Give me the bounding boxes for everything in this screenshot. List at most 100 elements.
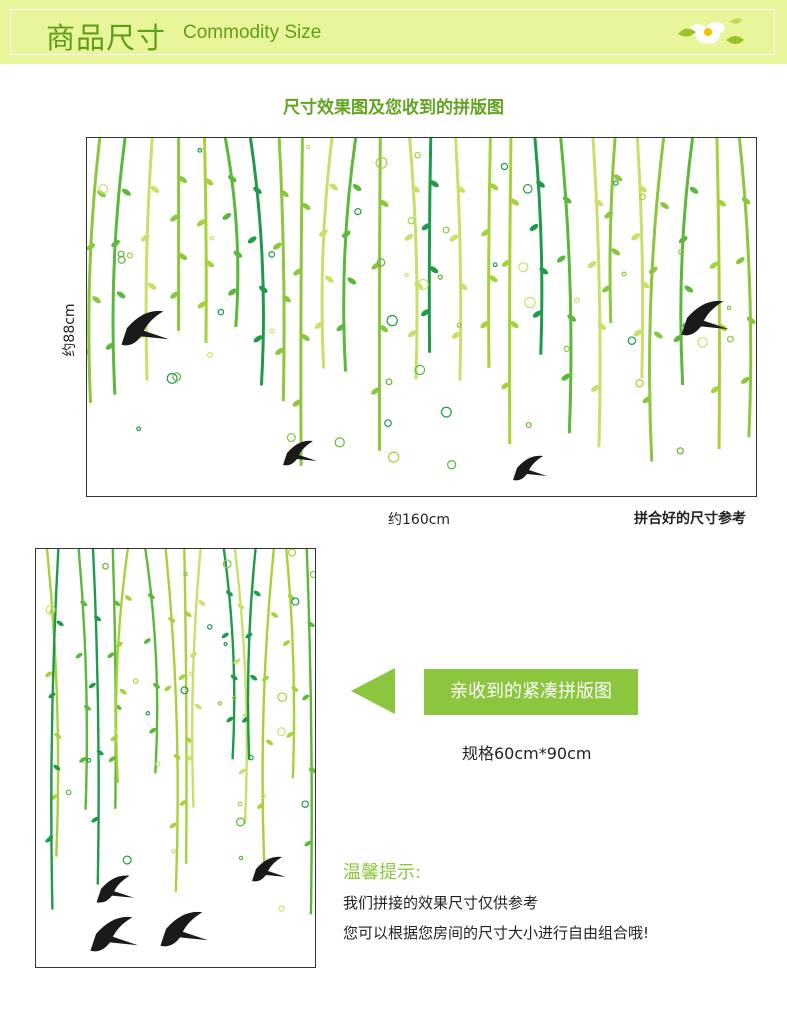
- willow-leaf: [262, 675, 269, 682]
- willow-leaf: [275, 347, 284, 355]
- willow-leaf: [253, 590, 261, 597]
- willow-branch: [203, 138, 208, 343]
- bubble: [522, 184, 533, 194]
- bubble: [277, 692, 288, 703]
- willow-leaf: [80, 600, 88, 607]
- bubble: [172, 372, 182, 382]
- willow-leaf: [190, 651, 198, 658]
- willow-leaf: [421, 223, 431, 231]
- willow-leaf: [196, 219, 206, 227]
- willow-branch: [299, 138, 304, 466]
- willow-branch: [715, 138, 721, 450]
- willow-leaf: [314, 321, 324, 329]
- bubble: [525, 421, 532, 428]
- willow-leaf: [266, 739, 273, 746]
- bubble: [384, 419, 392, 427]
- willow-leaf: [741, 197, 751, 205]
- willow-leaf: [110, 735, 118, 742]
- willow-leaf: [282, 640, 290, 646]
- willow-branch: [559, 138, 573, 434]
- willow-leaf: [258, 285, 268, 293]
- bubble: [171, 849, 176, 854]
- bubble: [117, 250, 125, 258]
- willow-leaf: [597, 322, 607, 330]
- willow-leaf: [736, 257, 745, 265]
- willow-leaf: [341, 230, 351, 238]
- willow-branch: [285, 549, 296, 779]
- bubble: [678, 248, 685, 255]
- willow-branch: [190, 549, 202, 808]
- willow-branch: [233, 549, 248, 825]
- willow-branch: [45, 549, 60, 857]
- willow-leaf: [746, 316, 756, 324]
- willow-branch: [591, 138, 602, 448]
- bubble: [417, 278, 429, 291]
- willow-leaf: [245, 632, 253, 639]
- bubble: [268, 250, 276, 258]
- willow-leaf: [456, 185, 466, 193]
- willow-leaf: [301, 334, 310, 342]
- willow-leaf: [197, 301, 207, 309]
- willow-leaf: [325, 275, 334, 283]
- bubble: [492, 262, 498, 268]
- willow-leaf: [451, 331, 461, 339]
- willow-branch: [183, 549, 188, 864]
- willow-leaf: [179, 800, 187, 806]
- willow-leaf: [741, 376, 750, 384]
- willow-leaf: [205, 260, 215, 268]
- willow-leaf: [143, 638, 151, 644]
- willow-leaf: [169, 822, 177, 829]
- willow-leaf: [480, 321, 490, 329]
- willow-leaf: [122, 188, 131, 196]
- swallow-bird: [96, 875, 134, 903]
- swallow-bird: [90, 916, 138, 952]
- willow-leaf: [352, 184, 362, 192]
- willow-leaf: [45, 671, 53, 678]
- bubble: [217, 701, 222, 706]
- willow-branch: [305, 549, 313, 915]
- willow-leaf: [379, 199, 389, 207]
- willow-leaf: [178, 253, 188, 261]
- willow-leaf: [226, 716, 234, 723]
- willow-leaf: [567, 314, 577, 322]
- willow-leaf: [153, 683, 161, 689]
- bubble: [122, 855, 132, 865]
- willow-leaf: [45, 836, 53, 843]
- willow-branch: [277, 138, 286, 402]
- willow-leaf: [301, 202, 311, 210]
- willow-branch: [408, 138, 419, 380]
- willow-branch: [248, 138, 265, 386]
- bubble: [287, 549, 297, 557]
- sticker-sheet: [35, 548, 316, 968]
- willow-leaf: [256, 803, 264, 809]
- sample-preview: [86, 137, 757, 497]
- bubble: [308, 766, 315, 773]
- bubble: [621, 271, 627, 277]
- willow-leaf: [302, 694, 310, 701]
- willow-leaf: [304, 840, 312, 847]
- willow-leaf: [88, 682, 96, 689]
- bubble: [278, 905, 285, 912]
- bubble: [375, 156, 388, 169]
- willow-leaf: [587, 261, 597, 269]
- willow-branch: [77, 549, 89, 810]
- bubble: [269, 328, 275, 334]
- bubble: [697, 337, 708, 348]
- bubble: [442, 226, 450, 234]
- willow-leaf: [481, 229, 490, 237]
- willow-leaf: [536, 180, 545, 188]
- willow-leaf: [282, 295, 291, 303]
- willow-leaf: [168, 617, 176, 623]
- willow-leaf: [458, 282, 468, 291]
- willow-leaf: [116, 291, 126, 299]
- willow-branch: [508, 138, 513, 445]
- bubble: [447, 460, 457, 470]
- willow-branch: [144, 549, 159, 774]
- bubble: [197, 147, 203, 153]
- willow-leaf: [184, 611, 192, 618]
- sheet-spec: 规格60cm*90cm: [462, 744, 592, 763]
- willow-branch: [320, 138, 334, 369]
- bubble: [235, 817, 245, 827]
- bubble: [238, 855, 244, 861]
- willow-leaf: [222, 212, 232, 220]
